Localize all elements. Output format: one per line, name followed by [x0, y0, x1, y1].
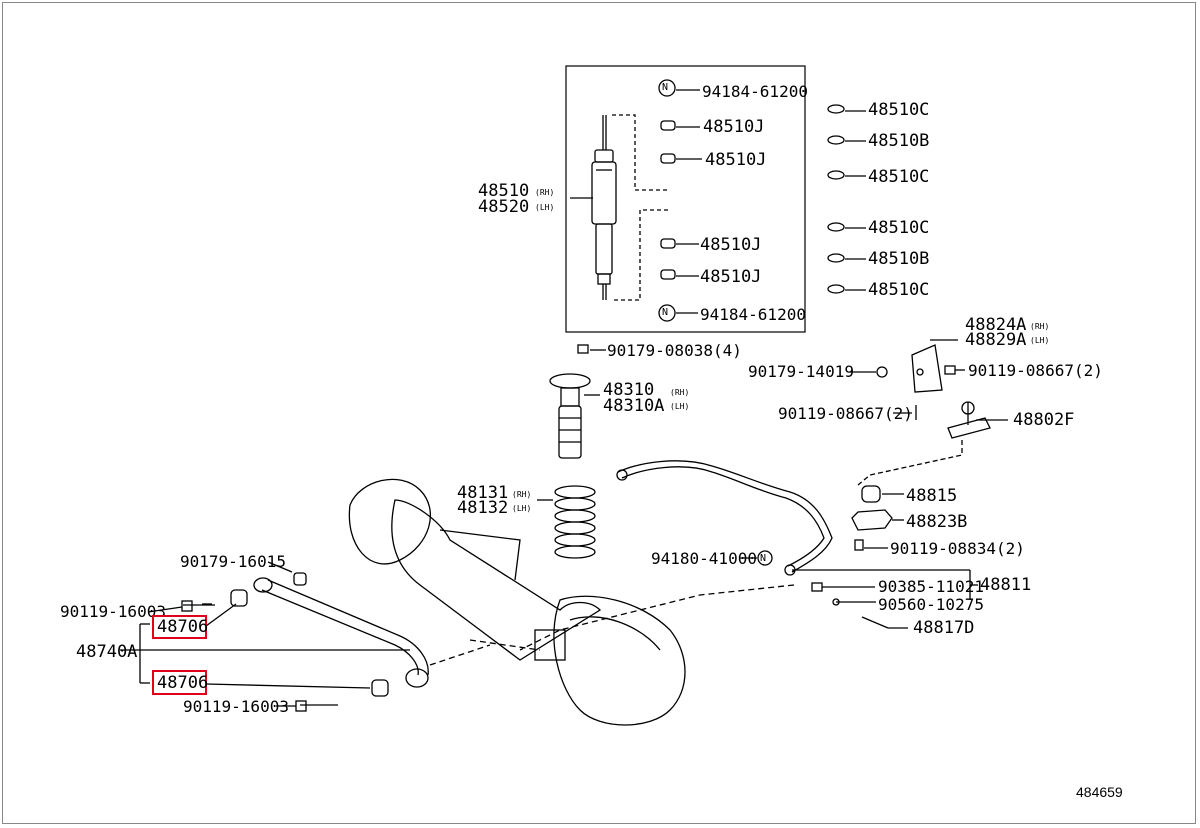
side-lh-48829A: (LH): [1030, 336, 1050, 345]
label-48310: 48310: [603, 380, 655, 400]
label-48520: 48520: [478, 197, 530, 217]
stabilizer-hardware-leaders: [519, 550, 978, 651]
label-48706-top[interactable]: 48706: [157, 617, 209, 637]
nut-symbol-94180: N: [760, 553, 767, 564]
shock-absorber-drawing: [570, 114, 668, 301]
highlight-48706-top: [152, 615, 207, 639]
label-48815: 48815: [906, 486, 958, 506]
label-90179-16015: 90179-16015: [180, 552, 286, 571]
washers-48510: [827, 104, 866, 294]
side-lh-48310A: (LH): [670, 402, 690, 411]
label-90179-08038: 90179-08038(4): [607, 341, 742, 360]
rear-axle-housing: [348, 478, 686, 726]
lateral-control-rod: [120, 561, 491, 712]
coil-spring: [537, 485, 596, 559]
label-90119-16003-top: 90119-16003: [60, 602, 166, 621]
label-48510C-1: 48510C: [868, 100, 930, 120]
label-48802F: 48802F: [1013, 410, 1075, 430]
label-48823B: 48823B: [906, 512, 968, 532]
label-90385-11021: 90385-11021: [878, 577, 984, 596]
label-48706-bottom[interactable]: 48706: [157, 673, 209, 693]
label-48510C-4: 48510C: [868, 280, 930, 300]
nut-symbol-top: N: [662, 82, 669, 93]
label-94184-61200-bottom: 94184-61200: [700, 305, 806, 324]
label-48811: 48811: [980, 575, 1032, 595]
label-48817D: 48817D: [913, 618, 975, 638]
label-48829A: 48829A: [965, 330, 1027, 350]
label-48132: 48132: [457, 498, 509, 518]
nut-symbols: [658, 79, 700, 322]
label-48510: 48510: [478, 181, 530, 201]
bracket-48824A: [850, 339, 965, 420]
label-48510J-2: 48510J: [705, 150, 767, 170]
highlight-48706-bottom: [152, 670, 207, 695]
label-48510B-2: 48510B: [868, 249, 930, 269]
label-48510J-4: 48510J: [700, 267, 762, 287]
label-48510J-1: 48510J: [703, 117, 765, 137]
stabilizer-bushing-bracket: [851, 485, 904, 551]
side-lh-48132: (LH): [512, 504, 532, 513]
illustration-reference-number: 484659: [1076, 784, 1123, 800]
label-90179-14019: 90179-14019: [748, 362, 854, 381]
side-lh-48520: (LH): [535, 203, 555, 212]
label-94180-41000: 94180-41000: [651, 549, 757, 568]
label-48824A: 48824A: [965, 315, 1027, 335]
label-94184-61200-top: 94184-61200: [702, 82, 808, 101]
label-90119-16003-bottom: 90119-16003: [183, 697, 289, 716]
side-rh-48131: (RH): [512, 490, 532, 499]
label-90119-08667-right: 90119-08667(2): [968, 361, 1103, 380]
label-48510C-2: 48510C: [868, 167, 930, 187]
label-90560-10275: 90560-10275: [878, 595, 984, 614]
label-90119-08667-left: 90119-08667(2): [778, 404, 913, 423]
label-48510C-3: 48510C: [868, 218, 930, 238]
spring-upper-seat: [549, 344, 606, 459]
nut-symbol-bottom: N: [662, 307, 669, 318]
shock-absorber-group-box: [565, 65, 806, 333]
side-rh-48510: (RH): [535, 188, 555, 197]
side-rh-48310: (RH): [670, 388, 690, 397]
side-rh-48824A: (RH): [1030, 322, 1050, 331]
label-48510B-1: 48510B: [868, 131, 930, 151]
stabilizer-link-48802F: [857, 401, 1008, 486]
bushings-48510J: [660, 120, 702, 280]
label-48740A: 48740A: [76, 642, 138, 662]
label-90119-08834: 90119-08834(2): [890, 539, 1025, 558]
label-48131: 48131: [457, 483, 509, 503]
label-48310A: 48310A: [603, 396, 665, 416]
label-48510J-3: 48510J: [700, 235, 762, 255]
